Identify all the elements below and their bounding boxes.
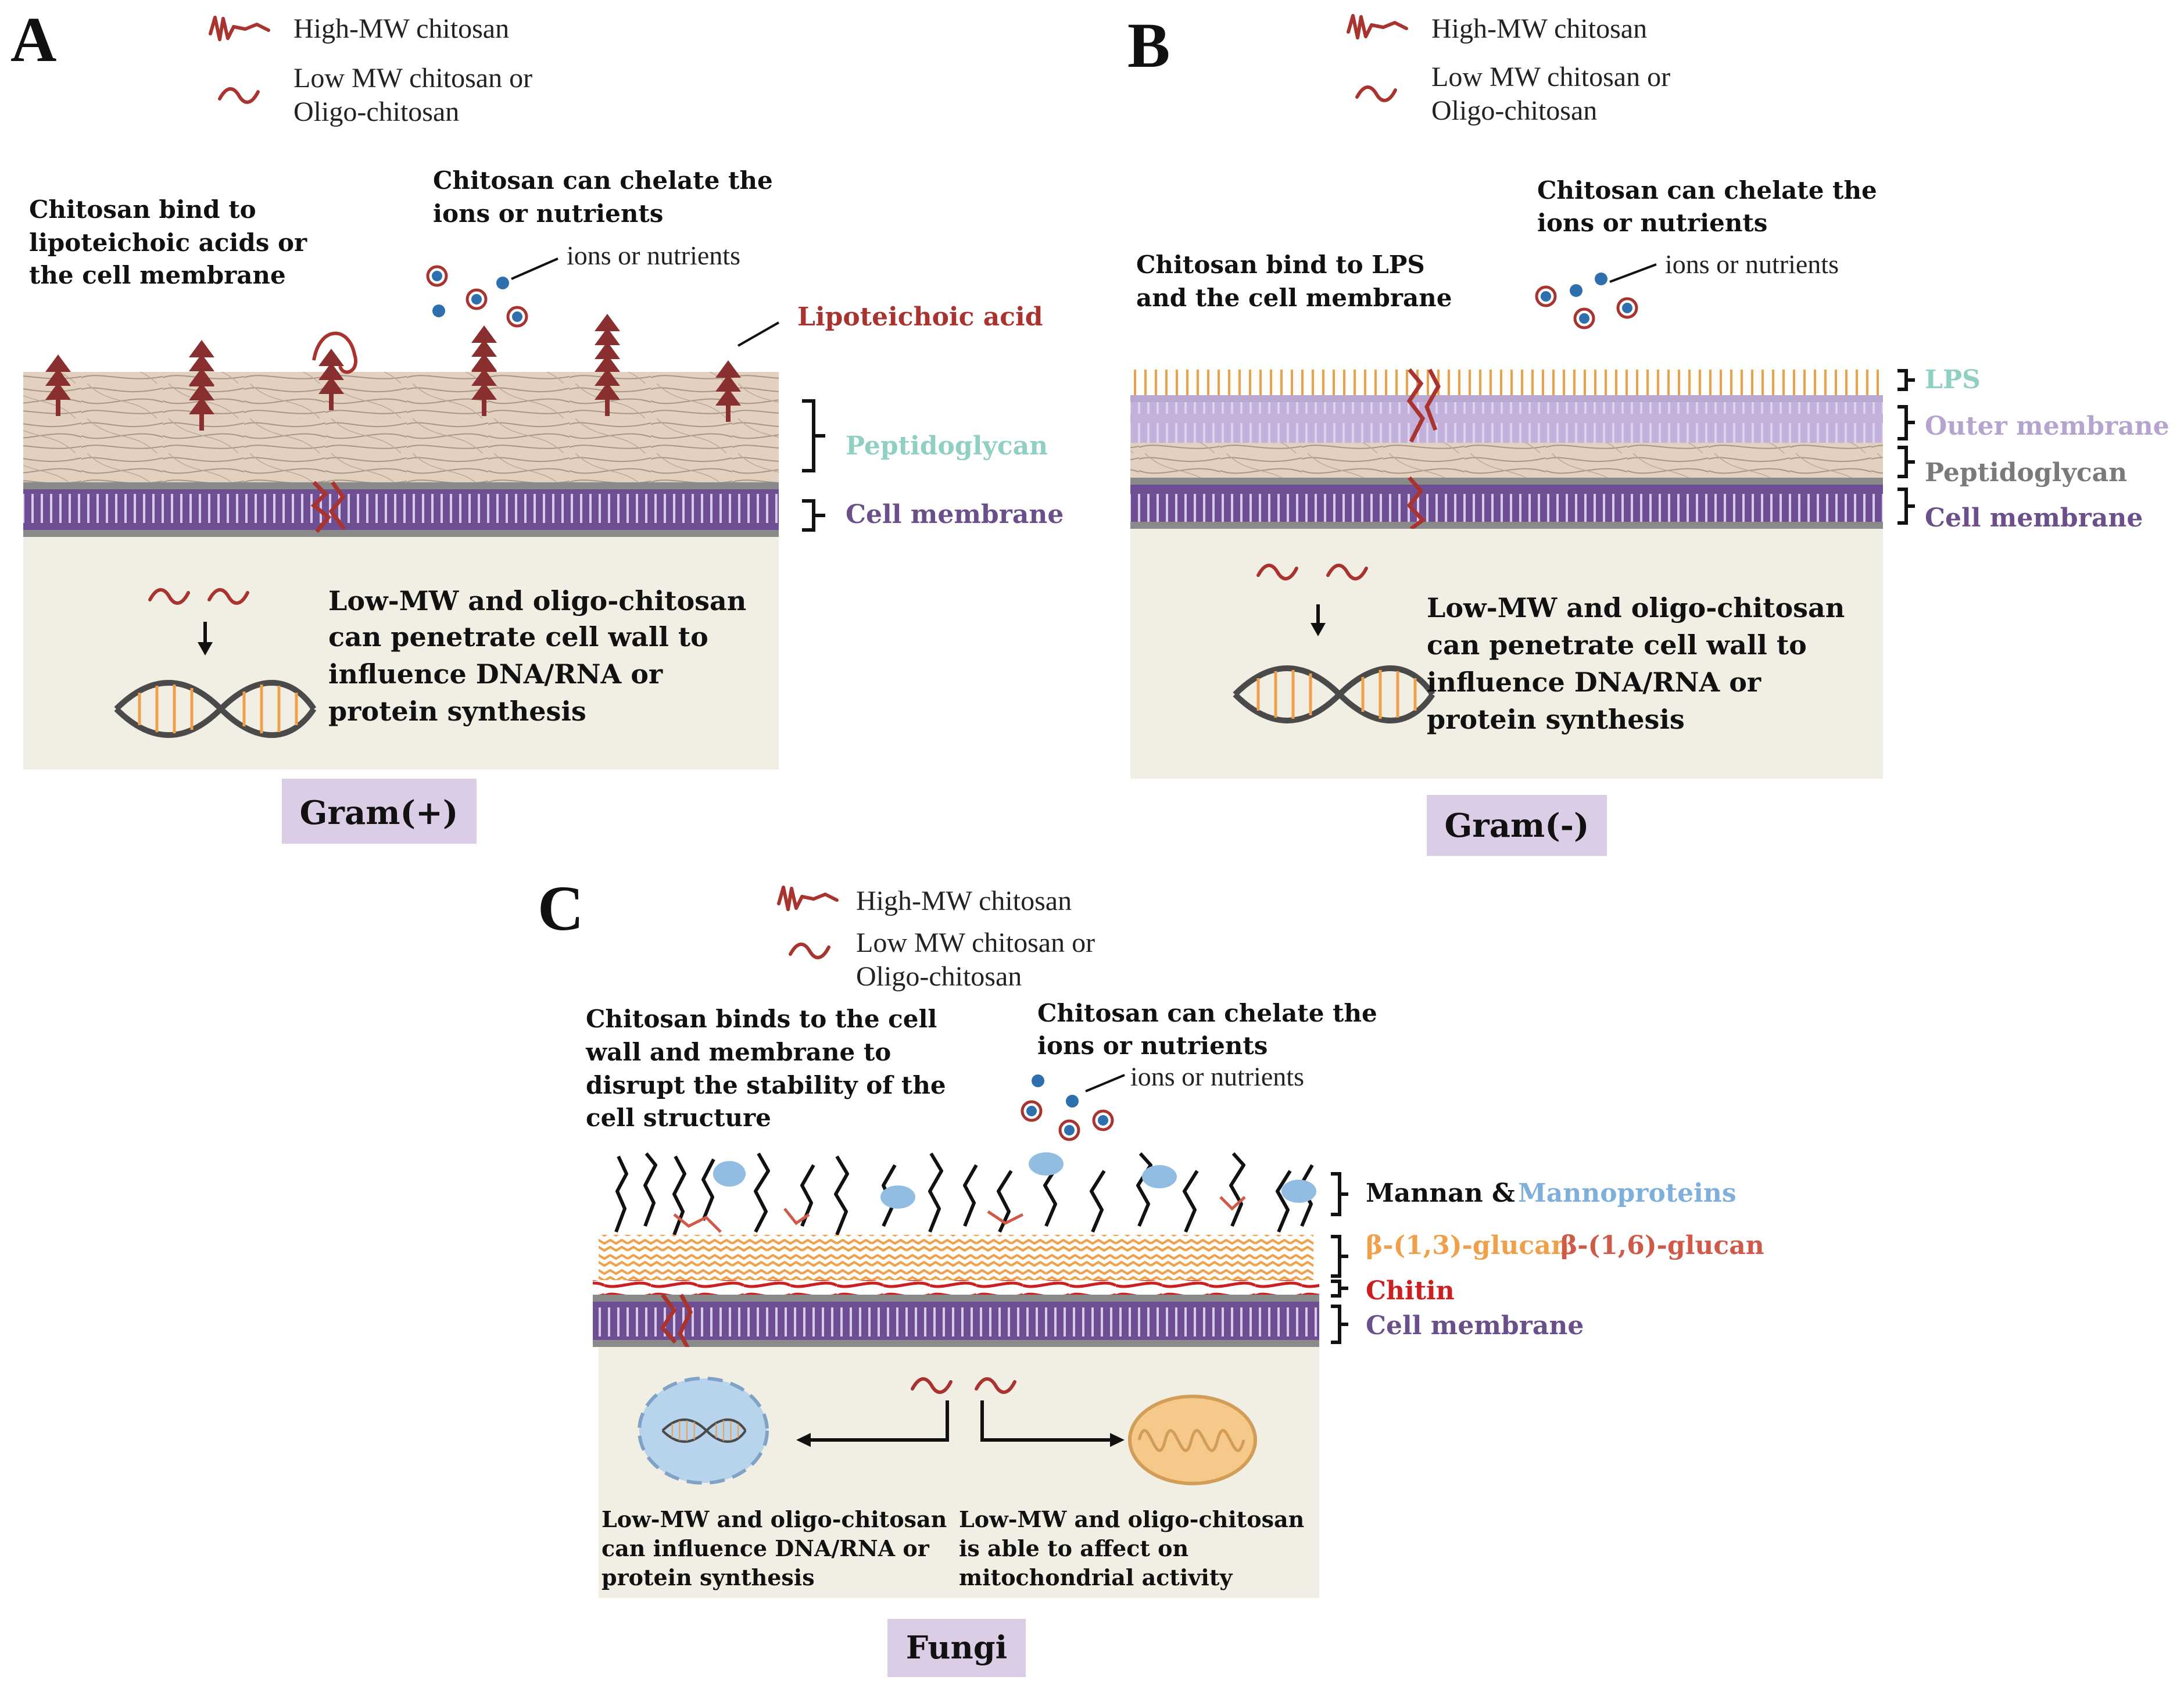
cell-membrane-layer: [23, 489, 779, 530]
lps-label: LPS: [1925, 365, 1981, 395]
bind-text-1: Chitosan binds to the cell: [586, 1005, 937, 1033]
gram-negative-tag-label: Gram(-): [1444, 807, 1589, 845]
panel-c: C High-MW chitosan Low MW chitosan or Ol…: [538, 873, 1764, 1677]
mitochondrion-icon: [1128, 1395, 1257, 1485]
legend-low-mw-2: Oligo-chitosan: [293, 96, 459, 127]
gram-negative-tag: [1427, 795, 1607, 856]
cytoplasm-area: [23, 537, 779, 769]
panel-a: A High-MW chitosan Low MW chitosan or Ol…: [10, 4, 1064, 844]
mito-effect-text-1: Low-MW and oligo-chitosan: [959, 1506, 1304, 1532]
bind-text-2: lipoteichoic acids or: [29, 228, 307, 257]
ions-label: ions or nutrients: [1130, 1062, 1304, 1091]
chelate-complex-icon: [1537, 273, 1637, 328]
dna-effect-text-3: protein synthesis: [602, 1564, 815, 1590]
bind-text-3: disrupt the stability of the: [586, 1071, 946, 1099]
legend-high-mw: High-MW chitosan: [856, 886, 1072, 916]
legend-low-mw-1: Low MW chitosan or: [293, 63, 532, 94]
outer-membrane-layer: [1130, 402, 1883, 443]
legend-low-mw-1: Low MW chitosan or: [1431, 62, 1670, 92]
cell-membrane-label: Cell membrane: [846, 500, 1064, 529]
bind-text-2: and the cell membrane: [1136, 284, 1452, 312]
lipoteichoic-acid-label: Lipoteichoic acid: [797, 302, 1043, 332]
penetrate-text-3: influence DNA/RNA or: [1427, 667, 1761, 698]
chelate-text-1: Chitosan can chelate the: [1037, 999, 1377, 1027]
chelate-text-2: ions or nutrients: [1537, 209, 1767, 237]
legend-low-mw-2: Oligo-chitosan: [1431, 95, 1597, 126]
dna-effect-text-2: can influence DNA/RNA or: [602, 1535, 930, 1561]
penetrate-text-2: can penetrate cell wall to: [1427, 629, 1807, 661]
lipoteichoic-acid-icon: [45, 314, 741, 431]
mannoproteins-label: Mannoproteins: [1518, 1178, 1737, 1208]
peptidoglycan-layer: [1130, 443, 1883, 478]
legend-high-mw: High-MW chitosan: [293, 13, 509, 44]
penetrate-text-1: Low-MW and oligo-chitosan: [328, 585, 746, 617]
cell-membrane-label: Cell membrane: [1366, 1311, 1584, 1341]
nucleus-icon: [638, 1377, 769, 1485]
legend-high-mw: High-MW chitosan: [1431, 13, 1647, 44]
mito-effect-text-2: is able to affect on: [959, 1535, 1188, 1561]
mannan-label: Mannan &: [1366, 1178, 1515, 1208]
cell-membrane-layer: [1130, 485, 1883, 522]
legend-low-mw-1: Low MW chitosan or: [856, 927, 1095, 958]
high-mw-chitosan-icon: [779, 887, 837, 909]
chelate-text-2: ions or nutrients: [433, 199, 663, 228]
chitin-label: Chitin: [1366, 1276, 1455, 1306]
cell-membrane-label: Cell membrane: [1925, 503, 2143, 533]
bind-text-4: cell structure: [586, 1103, 771, 1132]
mito-effect-text-3: mitochondrial activity: [959, 1564, 1233, 1590]
peptidoglycan-layer: [23, 372, 779, 482]
beta-13-glucan-label: β-(1,3)-glucan: [1366, 1231, 1570, 1260]
chelate-complex-icon: [1022, 1074, 1112, 1140]
penetrate-text-4: protein synthesis: [328, 696, 586, 727]
high-mw-chitosan-icon: [210, 17, 268, 40]
penetrate-text-3: influence DNA/RNA or: [328, 658, 663, 690]
bind-text-2: wall and membrane to: [585, 1038, 891, 1066]
panel-c-letter: C: [538, 873, 583, 944]
glucan-layer: [599, 1235, 1313, 1280]
bind-text-1: Chitosan bind to: [29, 195, 256, 224]
gram-positive-tag-label: Gram(+): [300, 794, 459, 832]
low-mw-chitosan-icon: [790, 944, 829, 958]
low-mw-chitosan-icon: [1357, 87, 1395, 101]
cytoplasm-area: [1130, 529, 1883, 779]
penetrate-text-1: Low-MW and oligo-chitosan: [1427, 592, 1845, 624]
peptidoglycan-label: Peptidoglycan: [1925, 458, 2127, 488]
mannoprotein-icon: [713, 1152, 1316, 1209]
lps-layer: [1130, 370, 1883, 395]
chelate-complex-icon: [428, 267, 527, 326]
fungi-tag-label: Fungi: [906, 1629, 1007, 1666]
low-mw-chitosan-icon: [220, 89, 258, 102]
gram-positive-tag: [282, 779, 477, 844]
mannan-layer: [614, 1152, 1314, 1236]
bind-text-1: Chitosan bind to LPS: [1136, 250, 1425, 279]
legend-low-mw-2: Oligo-chitosan: [856, 961, 1022, 992]
chelate-text-2: ions or nutrients: [1037, 1031, 1268, 1060]
high-mw-chitosan-icon: [1348, 16, 1406, 38]
bind-text-3: the cell membrane: [29, 261, 286, 289]
beta-16-glucan-label: β-(1,6)-glucan: [1560, 1231, 1764, 1260]
ions-label: ions or nutrients: [567, 241, 740, 270]
panel-a-letter: A: [10, 4, 56, 75]
outer-membrane-label: Outer membrane: [1925, 411, 2169, 441]
chelate-text-1: Chitosan can chelate the: [433, 166, 773, 195]
peptidoglycan-label: Peptidoglycan: [846, 431, 1048, 461]
panel-b: B High-MW chitosan Low MW chitosan or Ol…: [1127, 10, 2169, 856]
ions-label: ions or nutrients: [1665, 249, 1839, 279]
penetrate-text-4: protein synthesis: [1427, 704, 1685, 735]
cell-membrane-layer: [593, 1302, 1319, 1340]
chelate-text-1: Chitosan can chelate the: [1537, 176, 1877, 205]
penetrate-text-2: can penetrate cell wall to: [328, 621, 708, 653]
fungi-tag: [887, 1619, 1026, 1677]
dna-effect-text-1: Low-MW and oligo-chitosan: [602, 1506, 947, 1532]
panel-b-letter: B: [1127, 10, 1170, 81]
chitin-layer: [593, 1280, 1319, 1296]
